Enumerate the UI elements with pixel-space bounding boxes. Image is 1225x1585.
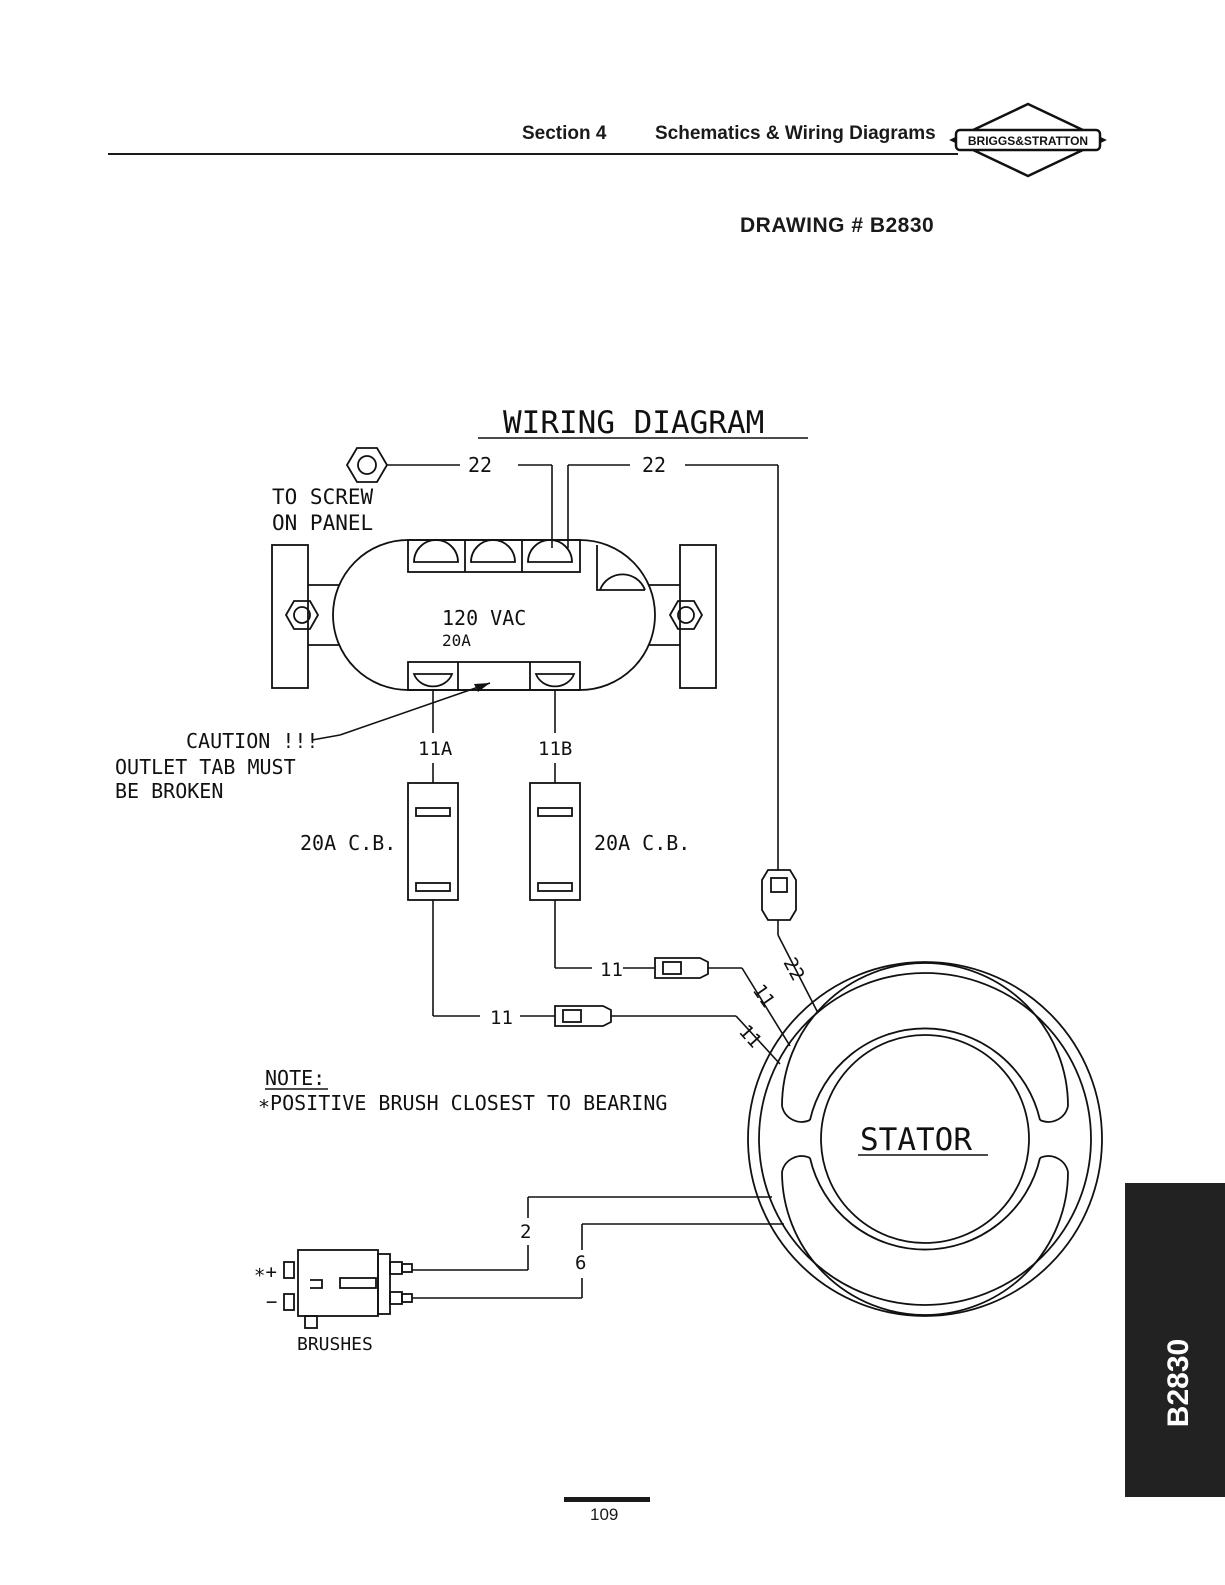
wire-11a-label: 11A xyxy=(418,738,453,760)
wire-22-label-b: 22 xyxy=(642,453,666,477)
note-title: NOTE: xyxy=(265,1066,325,1090)
wire-11-label-d: 11 xyxy=(734,1021,766,1053)
brush-assembly-icon xyxy=(284,1250,412,1328)
diagram-title: WIRING DIAGRAM xyxy=(503,405,764,441)
caution-line-2: OUTLET TAB MUST xyxy=(115,755,296,779)
breaker-left-label: 20A C.B. xyxy=(300,831,396,855)
circuit-breaker-right xyxy=(530,783,580,900)
brushes-label: BRUSHES xyxy=(297,1334,373,1355)
caution-line-3: BE BROKEN xyxy=(115,779,223,803)
wire-11b-label: 11B xyxy=(538,738,572,760)
wire-22-label-a: 22 xyxy=(468,453,492,477)
wire-11-label-c: 11 xyxy=(490,1007,513,1029)
side-tab-label: B2830 xyxy=(1125,1183,1225,1497)
stator-label: STATOR xyxy=(860,1122,972,1158)
wire-22-label-c: 22 xyxy=(779,954,809,985)
outlet-amperage: 20A xyxy=(442,631,471,650)
wire-22-connector xyxy=(762,870,796,920)
note-text: ∗POSITIVE BRUSH CLOSEST TO BEARING xyxy=(258,1091,667,1115)
brush-plus-label: ∗+ xyxy=(254,1261,277,1283)
page-number-bar xyxy=(564,1497,650,1502)
wire-2-label: 2 xyxy=(520,1221,531,1243)
screw-label-2: ON PANEL xyxy=(272,511,373,535)
wire-6-label: 6 xyxy=(575,1252,586,1274)
panel-screw-icon xyxy=(347,448,387,482)
wire-11-connector-a xyxy=(655,958,708,978)
caution-line-1: CAUTION !!! xyxy=(186,729,318,753)
brush-minus-label: − xyxy=(266,1291,277,1313)
screw-label-1: TO SCREW xyxy=(272,485,374,509)
circuit-breaker-left xyxy=(408,783,458,900)
outlet-voltage: 120 VAC xyxy=(442,606,526,630)
breaker-right-label: 20A C.B. xyxy=(594,831,690,855)
page-number: 109 xyxy=(590,1505,618,1525)
side-tab-text: B2830 xyxy=(1162,1339,1195,1427)
wire-11-label-a: 11 xyxy=(600,959,623,981)
wire-11-connector-b xyxy=(555,1006,611,1026)
